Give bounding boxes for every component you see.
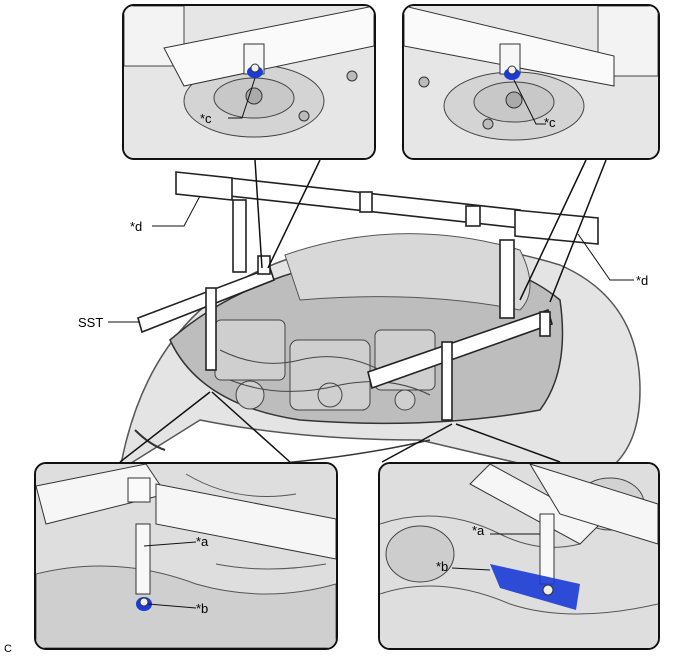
figure-code: C [4,643,12,655]
sst-right-arm [367,308,553,390]
label-a-bottom-right: *a [472,523,485,538]
sst-left-hook [205,287,217,371]
inset-top-right: *c [402,4,660,160]
sst-left-pad [175,171,233,201]
label-c-top-right: *c [544,115,556,130]
headlight [134,429,166,451]
inset-bottom-right-art [380,464,658,648]
highlight-b-right [490,564,580,610]
sst-frame [137,171,599,421]
label-sst: SST [78,315,104,330]
label-b-bottom-right: *b [436,559,449,574]
label-d-left: *d [130,219,143,234]
inset-bottom-left: *a *b [34,462,338,650]
engine-block [214,319,436,411]
sst-right-hook [441,341,453,421]
label-c-top-left: *c [200,111,212,126]
label-a-bottom-left: *a [196,534,209,549]
sst-left-post [232,199,247,273]
inset-top-left-art [124,6,374,158]
sst-right-pad [514,209,599,245]
inset-top-left: *c [122,4,376,160]
label-d-right: *d [636,273,649,288]
inset-bottom-left-art [36,464,336,648]
inset-bottom-right: *a *b [378,462,660,650]
leader-lines [108,195,634,323]
inset-top-right-art [404,6,658,158]
label-b-bottom-left: *b [196,601,209,616]
callout-lines [119,159,607,463]
hood-inner [284,233,531,311]
sst-right-post [499,239,515,319]
